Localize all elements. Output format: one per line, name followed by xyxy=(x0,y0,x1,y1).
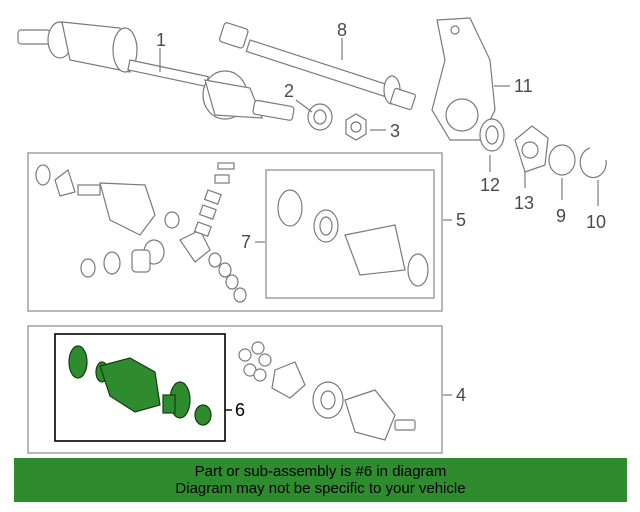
inner-joint-parts xyxy=(238,341,416,441)
seal-ring xyxy=(548,144,576,176)
callout-12: 12 xyxy=(480,175,500,195)
leader-lines xyxy=(159,38,599,411)
intermediate-shaft xyxy=(218,22,417,111)
banner-line-2: Diagram may not be specific to your vehi… xyxy=(175,480,466,497)
kit-box-6 xyxy=(54,333,226,442)
highlighted-cv-boot-kit xyxy=(68,345,212,426)
boot-kit-parts xyxy=(277,189,429,287)
outer-joint-parts xyxy=(35,162,247,303)
snap-ring xyxy=(579,147,607,179)
callout-3: 3 xyxy=(390,121,400,141)
kit-box-4 xyxy=(27,325,443,454)
callout-8: 8 xyxy=(337,20,347,40)
callout-2: 2 xyxy=(284,81,294,101)
kit-box-7 xyxy=(265,169,435,299)
callout-13: 13 xyxy=(514,193,534,213)
callout-4: 4 xyxy=(456,385,466,405)
callout-1: 1 xyxy=(156,30,166,50)
callout-11: 11 xyxy=(514,76,533,96)
callout-7: 7 xyxy=(241,232,251,252)
info-banner: Part or sub-assembly is #6 in diagram Di… xyxy=(14,458,627,502)
axle-shaft-assembly xyxy=(17,21,295,121)
steering-knuckle xyxy=(431,17,496,141)
banner-line-1: Part or sub-assembly is #6 in diagram xyxy=(194,463,447,480)
callout-9: 9 xyxy=(556,206,566,226)
callout-5: 5 xyxy=(456,210,466,230)
parts-diagram: 1 2 3 4 5 6 7 8 9 10 11 12 13 xyxy=(17,17,607,454)
kit-box-5 xyxy=(27,152,443,312)
callout-6: 6 xyxy=(235,400,245,420)
callout-10: 10 xyxy=(586,212,606,232)
